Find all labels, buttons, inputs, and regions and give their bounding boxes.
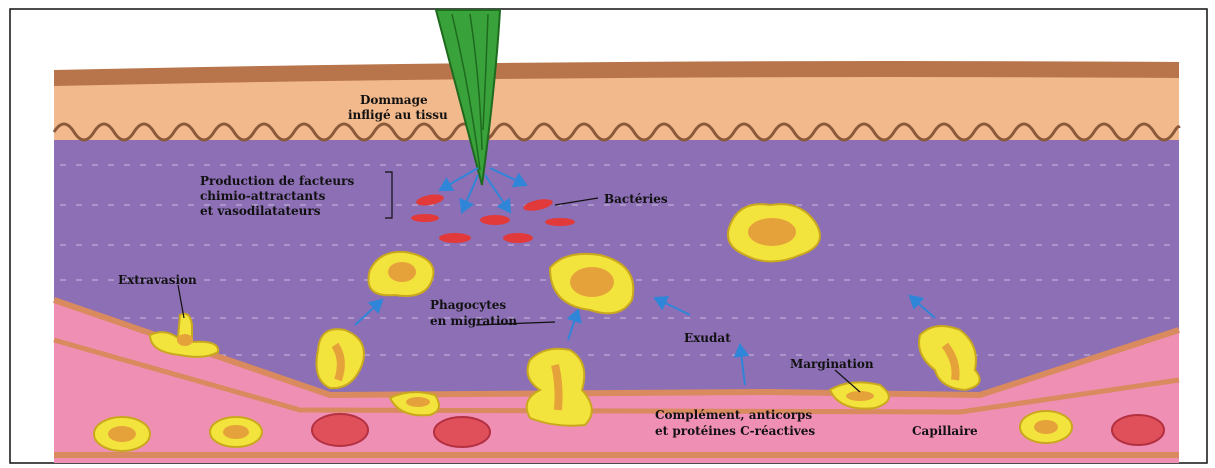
bacterium [439,233,471,243]
bacterium [545,218,575,226]
label-bacteries: Bactéries [604,192,668,206]
label-dommage-2: infligé au tissu [348,108,448,122]
label-capillaire: Capillaire [912,424,978,438]
label-production-1: Production de facteurs [200,174,354,188]
label-phagocytes-1: Phagocytes [430,298,506,312]
bacterium [503,233,533,243]
label-complement-2: et protéines C-réactives [655,424,815,438]
bacterium [480,215,510,225]
label-production-2: chimio-attractants [200,189,326,203]
label-margination: Margination [790,357,874,371]
label-extravasion: Extravasion [118,273,197,287]
label-complement-1: Complément, anticorps [655,408,812,422]
red-blood-cell [1112,415,1164,445]
label-production-3: et vasodilatateurs [200,204,321,218]
bacterium [411,214,439,222]
red-blood-cell [312,414,368,446]
red-blood-cell [434,417,490,447]
label-phagocytes-2: en migration [430,314,517,328]
label-dommage-1: Dommage [360,93,428,107]
label-exudat: Exudat [684,331,731,345]
